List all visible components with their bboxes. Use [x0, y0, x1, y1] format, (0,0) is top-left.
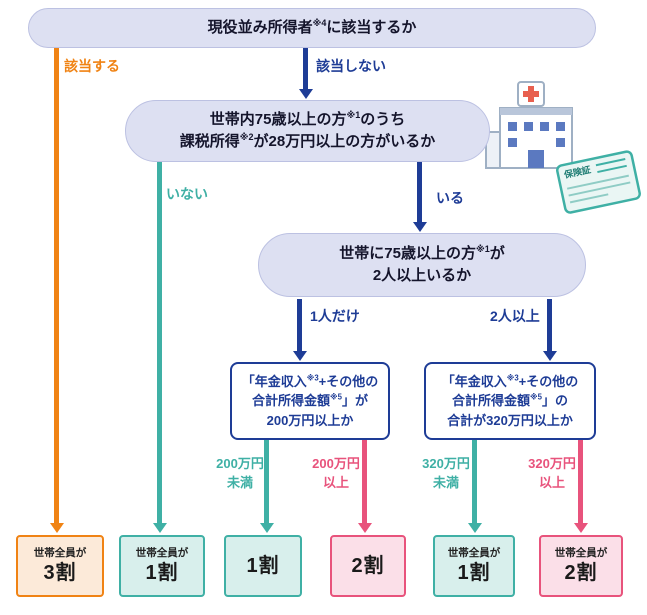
- edge-label-one-person: 1人だけ: [310, 308, 360, 324]
- edge-label-none: いない: [166, 186, 208, 202]
- arrow-two-or-more: [547, 299, 552, 351]
- edge-label-applies: 該当する: [64, 58, 120, 74]
- result-value: 1割: [145, 561, 179, 584]
- result-value: 1割: [246, 555, 280, 577]
- hospital-illustration: [478, 80, 590, 185]
- result-box-all-20pct: 世帯全員が 2割: [539, 535, 623, 597]
- result-value: 3割: [43, 561, 77, 584]
- result-value: 2割: [564, 561, 598, 584]
- node-q2-line2: 課税所得※2が28万円以上の方がいるか: [179, 132, 436, 150]
- edge-label-two-or-more: 2人以上: [490, 308, 540, 324]
- edge-label-over-2m: 200万円 以上: [312, 456, 360, 490]
- result-box-20pct: 2割: [330, 535, 406, 597]
- result-caption: 世帯全員が: [554, 547, 608, 560]
- node-q3-line1: 世帯に75歳以上の方※1が: [339, 243, 505, 262]
- node-q3-line2: 2人以上いるか: [372, 267, 472, 284]
- result-box-all-30pct: 世帯全員が 3割: [16, 535, 104, 597]
- node-q5-line2: 合計所得金額※5」の: [452, 392, 568, 409]
- node-q2-line1: 世帯内75歳以上の方※1のうち: [209, 109, 406, 128]
- result-caption: 世帯全員が: [447, 547, 501, 560]
- result-caption: 世帯全員が: [33, 547, 87, 560]
- edge-label-exists: いる: [436, 190, 464, 206]
- result-value: 2割: [351, 555, 385, 577]
- node-q3-two-or-more: 世帯に75歳以上の方※1が 2人以上いるか: [258, 233, 586, 297]
- arrow-over-3-2m: [578, 440, 583, 523]
- arrow-over-2m: [362, 440, 367, 523]
- result-box-all-10pct-right: 世帯全員が 1割: [433, 535, 515, 597]
- arrow-under-3-2m: [472, 440, 477, 523]
- node-q4-pension-2m: 「年金収入※3+その他の 合計所得金額※5」が 200万円以上か: [230, 362, 390, 440]
- arrow-one-person: [297, 299, 302, 351]
- arrow-under-2m: [264, 440, 269, 523]
- insurance-card-illustration: 保険証: [550, 142, 647, 227]
- edge-label-over-3-2m: 320万円 以上: [528, 456, 576, 490]
- result-box-all-10pct-left: 世帯全員が 1割: [119, 535, 205, 597]
- result-box-10pct: 1割: [224, 535, 302, 597]
- node-q1-active-income: 現役並み所得者※4に該当するか: [28, 8, 596, 48]
- node-q5-pension-3-2m: 「年金収入※3+その他の 合計所得金額※5」の 合計が320万円以上か: [424, 362, 596, 440]
- node-q4-line1: 「年金収入※3+その他の: [241, 373, 379, 389]
- result-caption: 世帯全員が: [135, 547, 189, 560]
- edge-label-not-applies: 該当しない: [316, 58, 386, 74]
- node-q5-line1: 「年金収入※3+その他の: [441, 373, 579, 389]
- arrow-exists: [417, 162, 422, 222]
- arrow-applies: [54, 48, 59, 523]
- node-q4-line2: 合計所得金額※5」が: [252, 392, 368, 409]
- edge-label-under-2m: 200万円 未満: [216, 456, 264, 490]
- node-q2-taxable-income: 世帯内75歳以上の方※1のうち 課税所得※2が28万円以上の方がいるか: [125, 100, 490, 162]
- arrow-not-applies: [303, 48, 308, 89]
- edge-label-under-3-2m: 320万円 未満: [422, 456, 470, 490]
- node-q1-text: 現役並み所得者※4に該当するか: [207, 17, 417, 36]
- node-q4-line3: 200万円以上か: [266, 412, 354, 428]
- arrow-none: [157, 162, 162, 523]
- node-q5-line3: 合計が320万円以上か: [447, 412, 573, 428]
- result-value: 1割: [457, 561, 491, 584]
